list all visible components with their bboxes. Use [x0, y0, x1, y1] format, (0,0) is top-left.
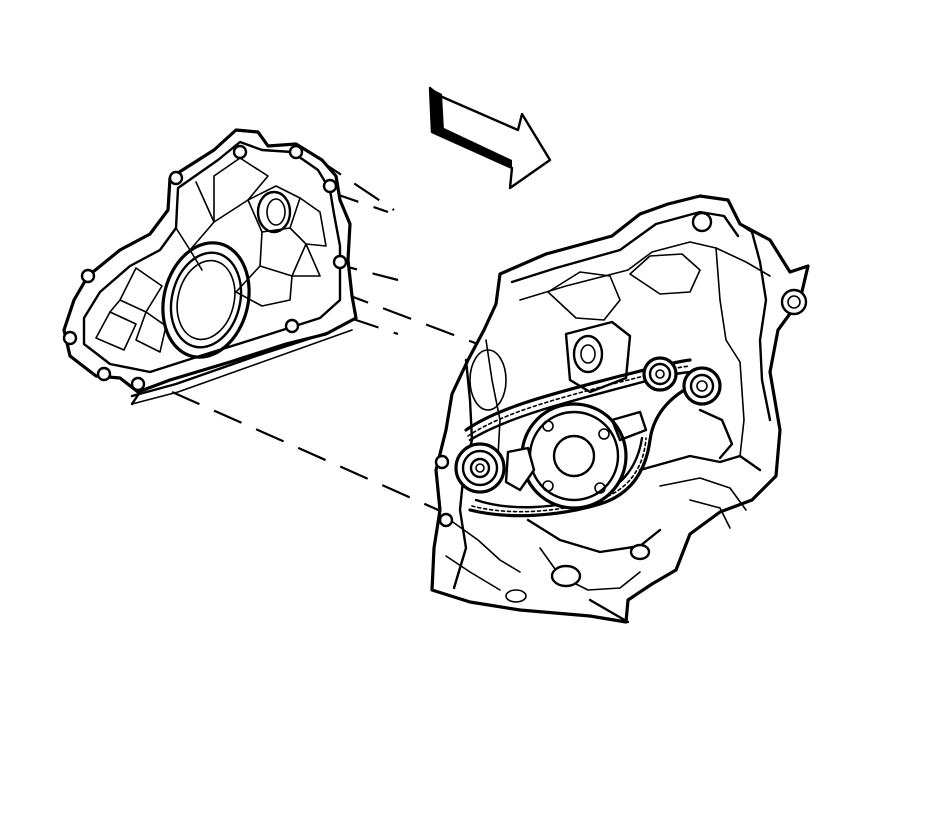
cover-bolt	[62, 330, 78, 346]
cover-bolt	[96, 366, 112, 382]
cover-bolt	[130, 376, 146, 392]
cover-bolt	[168, 170, 184, 186]
engine-block	[430, 194, 810, 624]
cover-bolt	[80, 268, 96, 284]
front-cover	[62, 128, 358, 406]
cover-bolt	[332, 254, 348, 270]
direction-arrow-icon	[428, 86, 552, 190]
balance-shaft-gear	[520, 402, 628, 510]
cover-bolt	[284, 318, 300, 334]
crankshaft-sprocket	[454, 442, 506, 494]
cover-bolt	[232, 144, 248, 160]
cover-bolt	[288, 144, 304, 160]
chain-idler	[682, 366, 722, 406]
cover-bolt	[322, 178, 338, 194]
camshaft-sprocket	[642, 356, 678, 392]
